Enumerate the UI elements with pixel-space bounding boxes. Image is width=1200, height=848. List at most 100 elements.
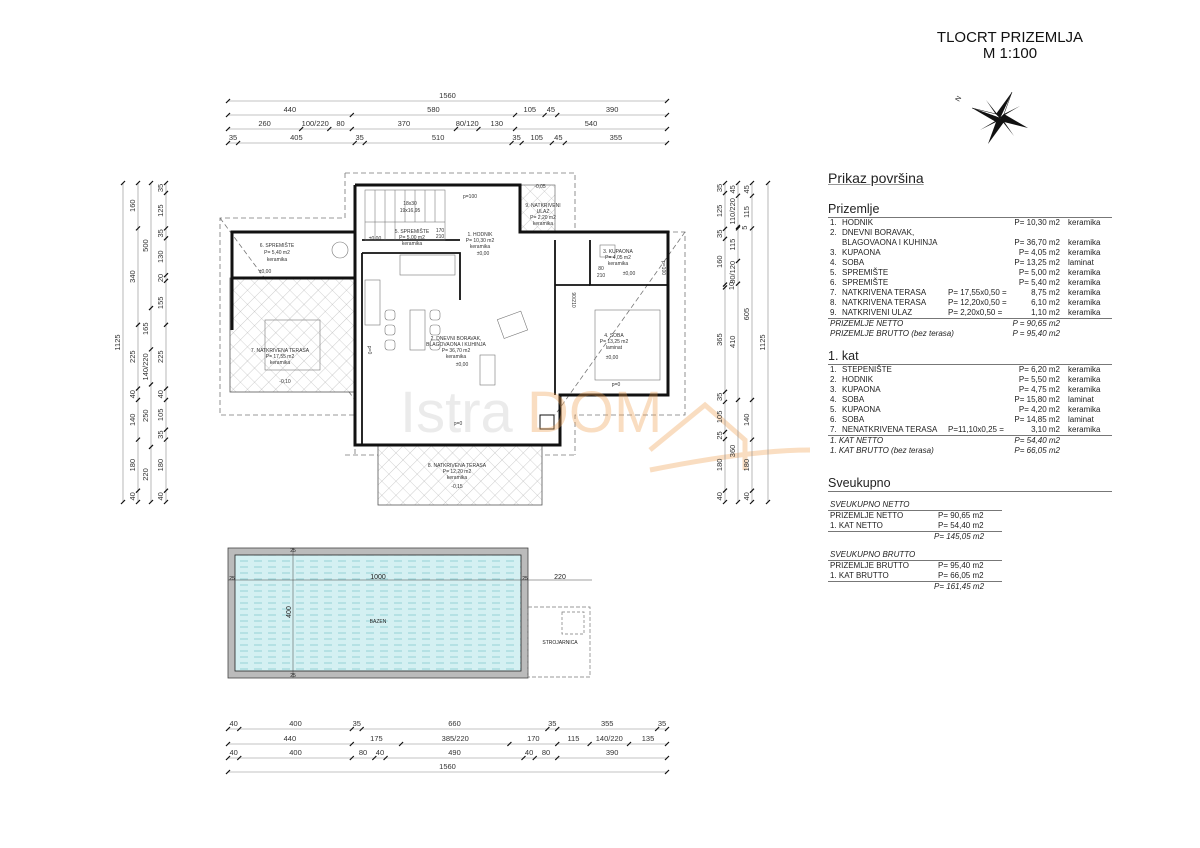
room-name: 5. SPREMIŠTE xyxy=(395,228,430,235)
dimension-label: 500 xyxy=(141,239,150,252)
dimension-tick xyxy=(163,180,169,186)
dimension-label: 155 xyxy=(156,297,165,310)
room-name: BLAGOVAONA I KUHINJA xyxy=(426,342,486,348)
area-cell-name: HODNIK xyxy=(842,218,874,227)
dimension-label: 130 xyxy=(156,250,165,263)
dimension-tick xyxy=(225,755,231,761)
dimension-tick xyxy=(664,126,670,132)
machine-room: STROJARNICA xyxy=(527,606,591,678)
area-cell-mat: laminat xyxy=(1068,258,1094,267)
dimension-tick xyxy=(120,499,126,505)
dimension-tick xyxy=(163,190,169,196)
area-cell-n: 8. xyxy=(830,298,837,307)
dimension-label: 250 xyxy=(141,409,150,422)
dimension-tick xyxy=(735,193,741,199)
dimension-tick xyxy=(163,499,169,505)
watermark-logo: Istra DOM xyxy=(400,380,811,473)
total-row-value: P= 95,40 m2 xyxy=(938,561,984,570)
dimension-label: 165 xyxy=(141,322,150,335)
room-area: P= 5,40 m2 xyxy=(264,250,290,256)
dimension-tick xyxy=(722,389,728,395)
pool-gap: 220 xyxy=(554,574,566,581)
dimension-label: 1560 xyxy=(439,91,456,100)
area-cell-name: HODNIK xyxy=(842,375,874,384)
dimension-label: 35 xyxy=(658,719,666,728)
area-cell-mat: keramika xyxy=(1068,308,1101,317)
area-cell-p: P= 6,20 m2 xyxy=(1018,365,1060,374)
room-finish: keramika xyxy=(533,221,554,227)
area-cell-n: 7. xyxy=(830,288,837,297)
area-cell-name: SOBA xyxy=(842,415,865,424)
netto-value: P= 54,40 m2 xyxy=(1014,436,1060,445)
dimension-tick xyxy=(148,381,154,387)
brutto-label: 1. KAT BRUTTO (bez terasa) xyxy=(830,446,934,455)
dimension-tick xyxy=(554,755,560,761)
room-2-label: 2. DNEVNI BORAVAK, BLAGOVAONA I KUHINJA … xyxy=(426,336,486,368)
room-area: P= 13,25 m2 xyxy=(600,339,629,345)
dimension-label: 35 xyxy=(156,229,165,237)
dimension-label: 40 xyxy=(229,748,237,757)
total-row-label: PRIZEMLJE NETTO xyxy=(830,511,904,520)
dimension-chain: 1560 xyxy=(225,762,670,775)
dimension-label: 440 xyxy=(284,734,297,743)
dimension-label: 115 xyxy=(728,239,737,251)
room-level: -0,10 xyxy=(279,379,291,385)
room-7-label: 7. NATKRIVENA TERASA P= 17,55 m2 keramik… xyxy=(251,348,310,385)
area-cell-name: DNEVNI BORAVAK, xyxy=(842,228,915,237)
dimension-tick xyxy=(722,436,728,442)
dimension-tick xyxy=(722,399,728,405)
area-cell-n: 3. xyxy=(830,248,837,257)
dimension-label: 45 xyxy=(728,185,737,193)
dimension-label: 225 xyxy=(156,350,165,363)
door-height: 210 xyxy=(436,234,445,240)
terrace-8 xyxy=(377,444,543,506)
dimension-tick xyxy=(664,769,670,775)
area-cell-n: 5. xyxy=(830,268,837,277)
dimension-label: 140/220 xyxy=(596,734,623,743)
dimension-label: 40 xyxy=(376,748,384,757)
brutto-value: P = 95,40 m2 xyxy=(1012,329,1060,338)
dimension-tick xyxy=(225,112,231,118)
dimension-tick xyxy=(163,386,169,392)
dimension-tick xyxy=(749,397,755,403)
area-cell-p: P= 4,20 m2 xyxy=(1018,405,1060,414)
room-name: 6. SPREMIŠTE xyxy=(260,242,295,249)
dimension-tick xyxy=(587,741,593,747)
room-name: 9. NATKRIVENI xyxy=(525,203,560,209)
pool-edge-top: 25 xyxy=(290,548,296,554)
room-name: 2. DNEVNI BORAVAK, xyxy=(431,336,482,342)
dimension-label: 540 xyxy=(585,119,598,128)
room-finish: keramika xyxy=(402,241,423,247)
area-cell-name: BLAGOVAONA I KUHINJA xyxy=(842,238,938,247)
dimension-label: 160 xyxy=(715,255,724,268)
dimension-tick xyxy=(163,278,169,284)
dimension-label: 25 xyxy=(715,431,724,439)
dimension-label: 340 xyxy=(128,270,137,283)
dimension-tick xyxy=(722,236,728,242)
area-cell-n: 3. xyxy=(830,385,837,394)
area-cell-mat: keramika xyxy=(1068,218,1101,227)
dimension-label: 175 xyxy=(370,734,383,743)
dimension-tick xyxy=(521,755,526,761)
dimension-label: 40 xyxy=(742,492,751,500)
dimension-label: 10 xyxy=(727,282,736,290)
dimension-tick xyxy=(352,140,358,146)
dimension-tick xyxy=(476,126,481,132)
brutto-value: P= 66,05 m2 xyxy=(1014,446,1060,455)
dimension-label: 80 xyxy=(359,748,367,757)
dimension-tick xyxy=(163,225,169,231)
area-cell-mat: keramika xyxy=(1068,238,1101,247)
dimension-label: 225 xyxy=(128,350,137,363)
dimension-label: 45 xyxy=(554,133,562,142)
area-cell-formula: P= 2,20x0,50 = xyxy=(948,308,1003,317)
area-cell-name: NATKRIVENA TERASA xyxy=(842,298,927,307)
dimension-label: 40 xyxy=(128,492,137,500)
room-area: P= 2,20 m2 xyxy=(530,215,556,221)
dimension-label: 660 xyxy=(448,719,461,728)
